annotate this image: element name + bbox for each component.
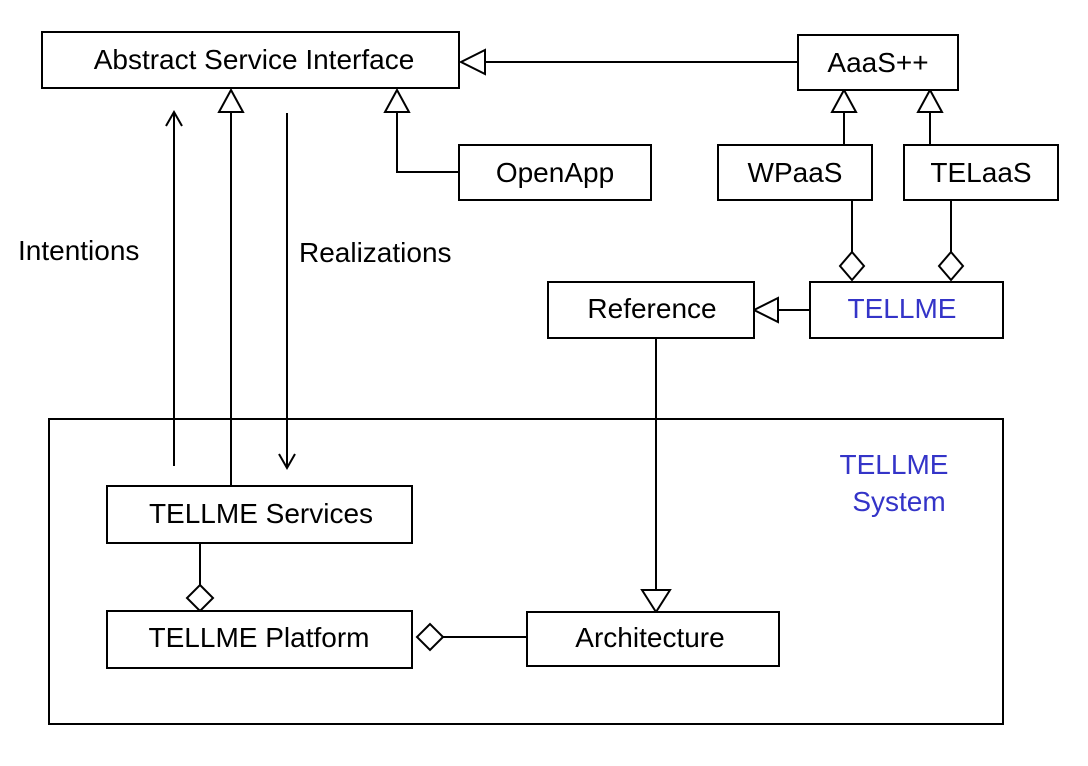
realizations-label: Realizations bbox=[299, 237, 452, 268]
tellme-platform-box bbox=[106, 610, 413, 669]
triangle-head-icon bbox=[458, 48, 486, 76]
wpaas-label: WPaaS bbox=[748, 157, 843, 188]
system-frame-title-line2: System bbox=[852, 486, 945, 517]
telaas-box bbox=[903, 144, 1059, 201]
tellme-services-box bbox=[106, 485, 413, 544]
architecture-label: Architecture bbox=[575, 622, 724, 653]
node-aaas: AaaS++ bbox=[797, 34, 959, 91]
node-openapp: OpenApp bbox=[458, 144, 652, 201]
abstract-service-interface-label: Abstract Service Interface bbox=[94, 44, 415, 75]
arrow-up-icon bbox=[165, 109, 183, 127]
node-wpaas: WPaaS bbox=[717, 144, 873, 201]
openapp-label: OpenApp bbox=[496, 157, 614, 188]
node-tellme-services: TELLME Services bbox=[106, 485, 413, 544]
tellme-label: TELLME bbox=[848, 293, 957, 324]
wpaas-box bbox=[717, 144, 873, 201]
tellme-system-frame bbox=[48, 418, 1004, 725]
edge-openapp-to-asi bbox=[396, 112, 459, 173]
diamond-icon bbox=[185, 583, 215, 613]
tellme-platform-label: TELLME Platform bbox=[149, 622, 370, 653]
generalization-heads bbox=[217, 48, 944, 614]
arrow-down-icon bbox=[278, 453, 296, 471]
node-telaas: TELaaS bbox=[903, 144, 1059, 201]
node-tellme: TELLME bbox=[809, 281, 1004, 339]
diamond-icon bbox=[838, 250, 866, 282]
triangle-head-icon bbox=[640, 589, 672, 614]
node-architecture: Architecture bbox=[526, 611, 780, 667]
triangle-head-icon bbox=[383, 87, 411, 113]
architecture-box bbox=[526, 611, 780, 667]
connectors bbox=[173, 61, 952, 638]
reference-label: Reference bbox=[587, 293, 716, 324]
telaas-label: TELaaS bbox=[930, 157, 1031, 188]
triangle-head-icon bbox=[916, 87, 944, 113]
node-tellme-platform: TELLME Platform bbox=[106, 610, 413, 669]
reference-box bbox=[547, 281, 755, 339]
node-reference: Reference bbox=[547, 281, 755, 339]
tellme-box bbox=[809, 281, 1004, 339]
system-frame-title-line1: TELLME bbox=[840, 449, 949, 480]
triangle-head-icon bbox=[751, 296, 779, 324]
triangle-head-icon bbox=[217, 87, 245, 113]
diamond-icon bbox=[415, 622, 445, 652]
abstract-service-interface-box bbox=[41, 31, 460, 89]
openapp-box bbox=[458, 144, 652, 201]
aaas-box bbox=[797, 34, 959, 91]
aaas-label: AaaS++ bbox=[827, 47, 928, 78]
aggregation-diamonds bbox=[185, 250, 965, 652]
diamond-icon bbox=[937, 250, 965, 282]
tellme-services-label: TELLME Services bbox=[149, 498, 373, 529]
node-abstract-service-interface: Abstract Service Interface bbox=[41, 31, 460, 89]
triangle-head-icon bbox=[830, 87, 858, 113]
intentions-label: Intentions bbox=[18, 235, 139, 266]
